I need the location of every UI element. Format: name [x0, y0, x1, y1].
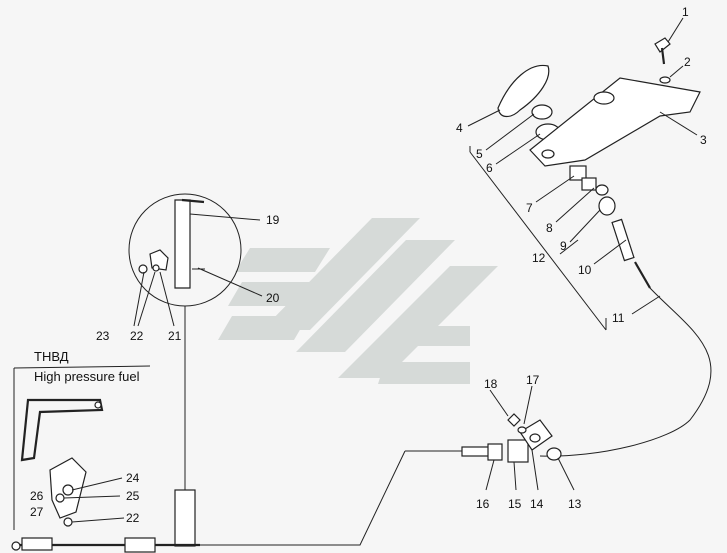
callout-1: 1 — [682, 5, 689, 19]
callout-12: 12 — [532, 251, 546, 265]
detail-washer — [152, 264, 160, 272]
bolt-shaft — [660, 47, 666, 65]
callout-22: 22 — [130, 329, 144, 343]
bracket-hole-lower — [94, 401, 102, 409]
callout-24: 24 — [126, 471, 140, 485]
fitting — [581, 177, 597, 191]
washer-17 — [517, 426, 527, 434]
callout-18: 18 — [484, 377, 498, 391]
chevron-logo-icon — [218, 218, 498, 384]
small-nut — [659, 76, 671, 84]
callout-17: 17 — [526, 373, 540, 387]
rod-end-left — [21, 537, 53, 551]
callout-6: 6 — [486, 161, 493, 175]
bracket-hole — [593, 91, 615, 105]
clamp-assembly — [461, 413, 562, 463]
rod-nut — [487, 443, 503, 461]
caption-line1: ТНВД — [34, 349, 69, 364]
hex-nut-18 — [507, 413, 521, 427]
bracket-hole-2 — [541, 149, 555, 159]
callout-20: 20 — [266, 291, 280, 305]
lever-pin-22 — [63, 517, 73, 527]
bolt-head — [654, 37, 671, 53]
cable-nut — [546, 447, 562, 461]
rod-sleeve — [124, 537, 156, 553]
rod-end-eye — [11, 541, 21, 551]
sleeve — [611, 218, 635, 262]
callout-16: 16 — [476, 497, 490, 511]
callout-23: 23 — [96, 329, 110, 343]
lever-bracket — [529, 77, 701, 167]
rod-end — [461, 446, 491, 457]
callout-7: 7 — [526, 201, 533, 215]
callout-14: 14 — [530, 497, 544, 511]
nut — [531, 104, 553, 120]
group-12-line — [469, 151, 607, 331]
callout-27: 27 — [30, 505, 44, 519]
callout-9: 9 — [560, 239, 567, 253]
leader-lines — [63, 17, 698, 523]
lever-pin-24 — [62, 484, 74, 496]
rod-link-2 — [200, 450, 406, 546]
detail-bracket — [174, 199, 191, 289]
callout-26: 26 — [30, 489, 44, 503]
callout-19: 19 — [266, 213, 280, 227]
lever-pin-25 — [55, 493, 65, 503]
callout-4: 4 — [456, 121, 463, 135]
callout-labels: 1 2 3 4 5 6 7 8 9 10 11 12 13 14 15 16 1… — [30, 5, 707, 525]
ring — [595, 184, 609, 196]
callout-13: 13 — [568, 497, 582, 511]
clamp-bolt — [529, 433, 541, 443]
detail-nut — [138, 264, 148, 274]
knob — [497, 64, 550, 118]
callout-11: 11 — [612, 311, 625, 325]
callout-10: 10 — [578, 263, 592, 277]
u-bracket — [20, 398, 104, 462]
callout-5: 5 — [476, 147, 483, 161]
clamp-body — [507, 439, 529, 463]
callout-2: 2 — [684, 55, 691, 69]
pump-lever — [11, 398, 200, 553]
caption-line2: High pressure fuel — [34, 369, 140, 384]
sleeve-tip — [634, 261, 651, 289]
caption-leader — [13, 365, 151, 369]
callout-8: 8 — [546, 221, 553, 235]
cable — [539, 287, 712, 457]
callout-25: 25 — [126, 489, 140, 503]
callout-21: 21 — [168, 329, 182, 343]
bracket-top — [181, 198, 205, 204]
callout-3: 3 — [700, 133, 707, 147]
callout-22-lower: 22 — [126, 511, 140, 525]
lever-assembly — [497, 37, 701, 289]
nut-9 — [598, 196, 616, 216]
callout-15: 15 — [508, 497, 522, 511]
detail-parts — [138, 198, 205, 289]
rod-clamp — [174, 489, 196, 547]
